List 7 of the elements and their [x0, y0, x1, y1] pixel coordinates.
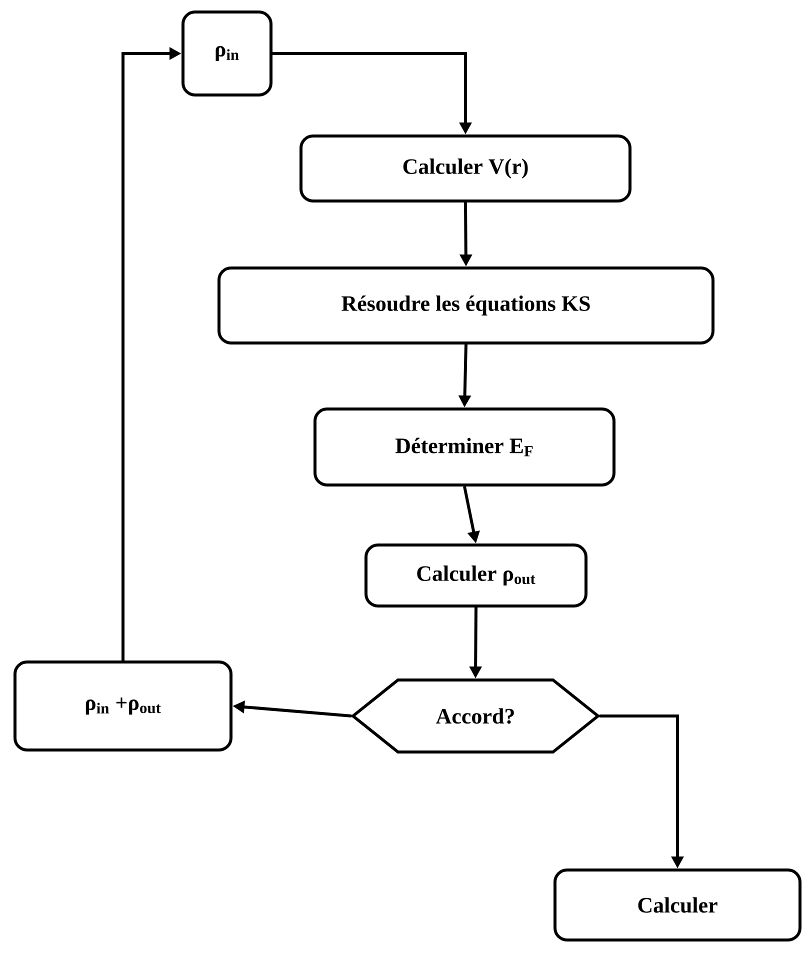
process-box: Résoudre les équations KS	[218, 266, 714, 344]
process-box: ρ$_{in}$ +ρ$_{out}$	[14, 660, 232, 752]
process-box: Calculer	[554, 868, 802, 942]
process-box: Déterminer E$_{F}$	[314, 408, 616, 486]
process-box: ρ$_{in}$	[182, 10, 272, 96]
process-box: Calculer ρ$_{out}$	[364, 544, 588, 608]
process-box: Calculer V(r)	[300, 134, 632, 202]
